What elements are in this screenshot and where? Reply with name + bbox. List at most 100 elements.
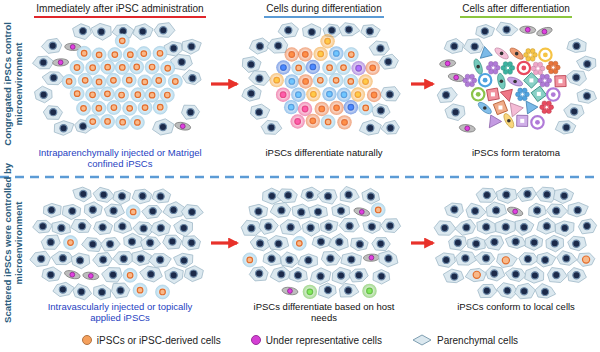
panel-caption: iPSCs differentiate naturally (240, 148, 408, 159)
rosette-center (529, 53, 533, 57)
rosette-center (551, 66, 555, 70)
ipsc-nucleus (134, 64, 140, 70)
parenchymal-cell (466, 203, 486, 218)
parenchymal-cell (517, 187, 537, 201)
differentiating-nucleus (325, 38, 331, 44)
ipsc-cell (153, 100, 167, 114)
parenchymal-cell (363, 220, 381, 233)
ipsc-nucleus (127, 272, 133, 278)
parenchymal-cell (71, 253, 90, 269)
rosette-center (468, 79, 472, 83)
ipsc-nucleus (105, 119, 111, 125)
cell-nucleus (473, 240, 480, 247)
parenchymal-cell (465, 268, 486, 281)
tissue-nucleus (500, 52, 504, 56)
ipsc-cell (64, 236, 78, 250)
cell-nucleus (387, 124, 394, 131)
tissue-nucleus (507, 119, 511, 123)
parenchymal-cell (51, 251, 74, 264)
parenchymal-cell (182, 105, 200, 119)
cell-nucleus (170, 45, 177, 52)
differentiating-nucleus (318, 51, 324, 57)
differentiating-nucleus (280, 92, 286, 98)
cell-nucleus (286, 256, 293, 263)
parenchymal-cell (280, 220, 301, 235)
tissue-square (524, 73, 540, 89)
cell-nucleus (78, 288, 85, 295)
ipsc-cell (160, 88, 174, 102)
cell-nucleus (441, 224, 448, 231)
differentiating-cell (306, 60, 320, 74)
cell-panel: iPSCs differentiate based on host needs (240, 186, 408, 300)
ipsc-cell (115, 60, 129, 74)
representative-cell (520, 26, 536, 34)
parenchymal-cell (505, 268, 526, 282)
ipsc-cell (100, 87, 114, 101)
cell-cluster-illustration (30, 187, 204, 300)
differentiating-cell (365, 61, 379, 75)
ipsc-nucleus (157, 51, 163, 57)
ipsc-cell (344, 74, 358, 88)
representative-nucleus (359, 210, 364, 215)
parenchymal-cell (140, 266, 163, 282)
representative-cell (459, 124, 476, 133)
ipsc-nucleus (149, 92, 155, 98)
differentiating-nucleus (342, 120, 348, 126)
tissue-nucleus (515, 52, 519, 56)
cell-nucleus (110, 207, 117, 214)
cell-nucleus (584, 60, 591, 67)
parenchymal-cell (434, 221, 456, 235)
ipsc-cell (243, 253, 257, 267)
ipsc-cell (92, 101, 106, 115)
parenchymal-cell (181, 205, 203, 219)
cell-nucleus (531, 239, 538, 246)
cell-nucleus (89, 206, 96, 213)
differentiating-nucleus (319, 106, 325, 112)
tissue-ring (518, 62, 530, 74)
cell-nucleus (189, 75, 196, 82)
differentiating-cell (329, 46, 343, 60)
cell-nucleus (521, 288, 528, 295)
ipsc-nucleus (119, 65, 125, 71)
tissue-triangle (480, 47, 492, 59)
cell-nucleus (377, 107, 384, 114)
representative-nucleus (465, 126, 470, 131)
ipsc-cell (126, 205, 140, 219)
cell-nucleus (255, 109, 262, 116)
parenchymal-cell (93, 253, 113, 267)
differentiating-nucleus (370, 65, 376, 71)
cell-nucleus (583, 92, 590, 99)
panel-caption: iPSCs differentiate based on host needs (240, 302, 408, 324)
cell-nucleus (561, 192, 568, 199)
ipsc-nucleus (142, 105, 148, 111)
parenchymal-cell (71, 220, 91, 233)
ipsc-nucleus (130, 209, 136, 215)
ipsc-nucleus (156, 78, 162, 84)
parenchymal-cell (468, 237, 486, 250)
differentiating-nucleus (303, 79, 309, 85)
parenchymal-cell (486, 202, 506, 218)
representative-cell (448, 72, 465, 83)
parenchymal-cell (578, 219, 596, 234)
ipsc-nucleus (81, 106, 87, 112)
parenchymal-cell (43, 106, 62, 120)
ipsc-cell (92, 48, 106, 62)
flow-arrow (211, 241, 237, 244)
differentiating-nucleus (363, 79, 369, 85)
ipsc-cell (153, 46, 167, 60)
ipsc-cell (70, 60, 84, 74)
parenchymal-cell (332, 204, 350, 218)
cell-nucleus (387, 222, 394, 229)
parenchymal-cell (184, 266, 203, 282)
cell-nucleus (524, 255, 531, 262)
parenchymal-cell (321, 251, 340, 265)
parenchymal-cell (278, 23, 298, 38)
cell-nucleus (278, 207, 285, 214)
ipsc-nucleus (149, 64, 155, 70)
cell-nucleus (502, 257, 509, 264)
parenchymal-sample (413, 335, 431, 345)
cell-nucleus (69, 208, 76, 215)
parenchymal-cell (339, 283, 359, 297)
parenchymal-cell (361, 25, 380, 38)
